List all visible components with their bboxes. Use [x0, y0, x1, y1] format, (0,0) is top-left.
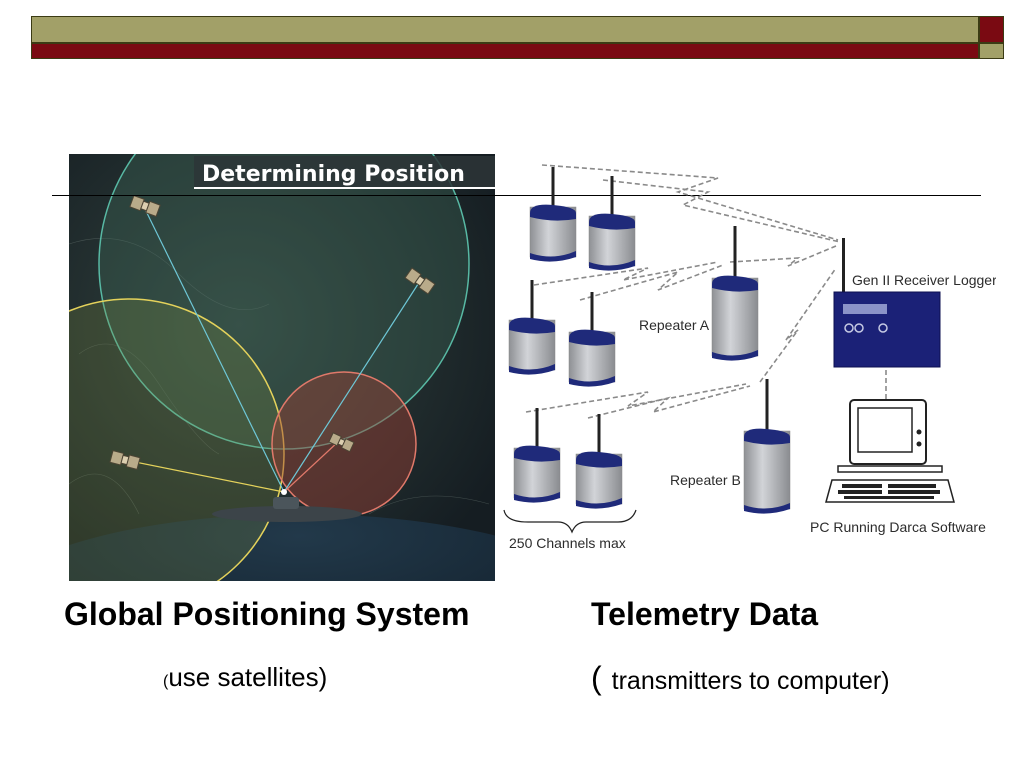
gps-subcaption: (use satellites) — [163, 662, 327, 693]
gps-image: Determining Position — [0, 78, 629, 734]
horizontal-rule — [52, 195, 981, 196]
gps-subcaption-text: use satellites) — [168, 662, 328, 692]
gps-subcaption-paren: ( — [163, 673, 169, 690]
pc-icon — [825, 399, 955, 503]
telemetry-subcaption-paren: ( — [591, 660, 602, 696]
submarine-icon — [212, 489, 362, 522]
pc-label: PC Running Darca Software — [810, 519, 986, 535]
repeater-b-label: Repeater B — [670, 472, 741, 488]
telemetry-caption: Telemetry Data — [591, 596, 819, 632]
gps-image-title: Determining Position — [202, 162, 465, 187]
title-decoration-bar — [31, 16, 1004, 59]
gps-illustration: Determining Position — [0, 78, 629, 734]
title-bar-olive-square — [979, 43, 1004, 59]
title-bar-maroon — [31, 43, 979, 59]
channels-label: 250 Channels max — [509, 535, 626, 551]
receiver-logger-label: Gen II Receiver Logger — [852, 272, 996, 288]
telemetry-illustration: Gen II Receiver Logger Repeater A Repeat… — [503, 164, 997, 551]
telemetry-subcaption-text: transmitters to computer) — [611, 667, 890, 695]
telemetry-subcaption: ( transmitters to computer) — [591, 660, 890, 697]
title-bar-maroon-square — [979, 16, 1004, 43]
gps-caption: Global Positioning System — [64, 596, 470, 632]
receiver-logger-icon — [833, 238, 941, 368]
title-bar-olive — [31, 16, 979, 43]
telemetry-diagram: Gen II Receiver Logger Repeater A Repeat… — [498, 150, 997, 560]
repeater-a-label: Repeater A — [639, 317, 710, 333]
